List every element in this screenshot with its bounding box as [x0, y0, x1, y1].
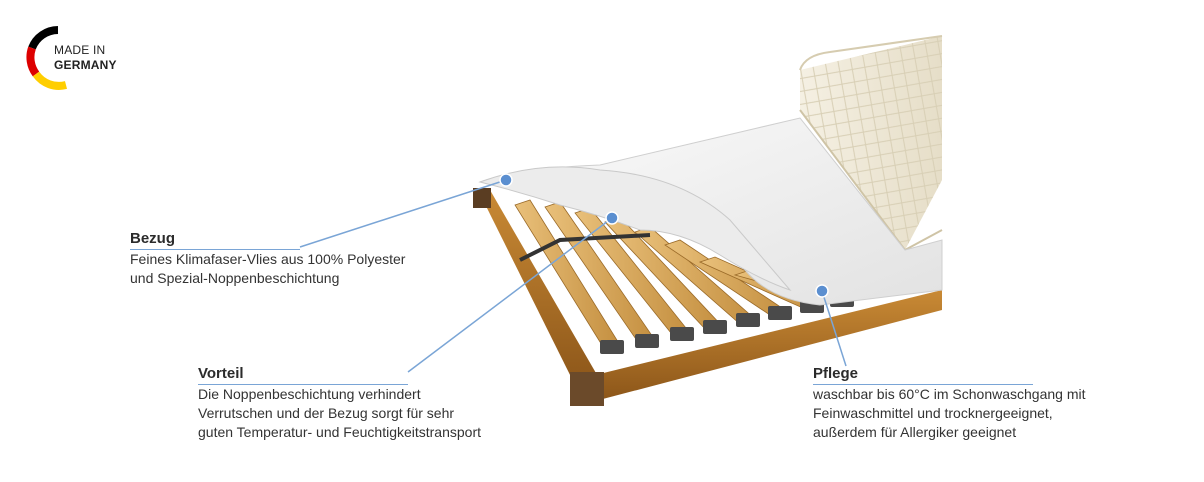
mattress-protector: [478, 117, 943, 306]
bezug-marker-dot: [499, 173, 513, 187]
callout-vorteil-desc: Die Noppenbeschichtung verhindert Verrut…: [198, 386, 482, 440]
pflege-marker-dot: [815, 284, 829, 298]
badge-text: MADE IN GERMANY: [54, 43, 117, 73]
callout-pflege-title: Pflege: [813, 364, 1033, 385]
callout-bezug-desc: Feines Klimafaser-Vlies aus 100% Polyest…: [130, 251, 406, 286]
germany-flag-ring-icon: [26, 26, 68, 90]
vorteil-marker-dot: [605, 211, 619, 225]
callout-leaders: [299, 173, 847, 373]
made-in-germany-badge: MADE IN GERMANY: [26, 26, 136, 90]
callout-bezug-title: Bezug: [130, 229, 300, 250]
mattress: [799, 35, 943, 252]
callout-pflege-desc: waschbar bis 60°C im Schonwaschgang mit …: [813, 386, 1086, 440]
callout-vorteil-title: Vorteil: [198, 364, 408, 385]
badge-line-2: GERMANY: [54, 58, 117, 72]
callout-bezug: Bezug Feines Klimafaser-Vlies aus 100% P…: [130, 229, 460, 288]
callout-vorteil: Vorteil Die Noppenbeschichtung verhinder…: [198, 364, 538, 442]
badge-line-1: MADE IN: [54, 43, 106, 57]
callout-pflege: Pflege waschbar bis 60°C im Schonwaschga…: [813, 364, 1143, 442]
